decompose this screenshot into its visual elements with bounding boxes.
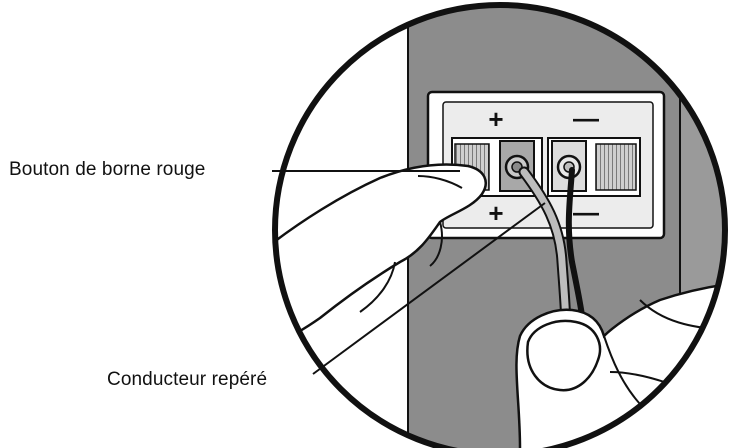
wire-leader-line xyxy=(312,202,546,375)
right-thumb xyxy=(526,319,602,392)
left-hand xyxy=(275,163,487,348)
magnifier-circle xyxy=(272,2,728,448)
wire-label: Conducteur repéré xyxy=(107,369,268,390)
minus-symbol-bottom: — xyxy=(573,197,599,227)
plus-symbol-bottom: + xyxy=(488,198,503,228)
button-label: Bouton de borne rouge xyxy=(9,159,206,180)
minus-symbol-top: — xyxy=(573,103,599,133)
speaker-side-wall xyxy=(679,5,725,448)
plus-symbol-top: + xyxy=(488,104,503,134)
